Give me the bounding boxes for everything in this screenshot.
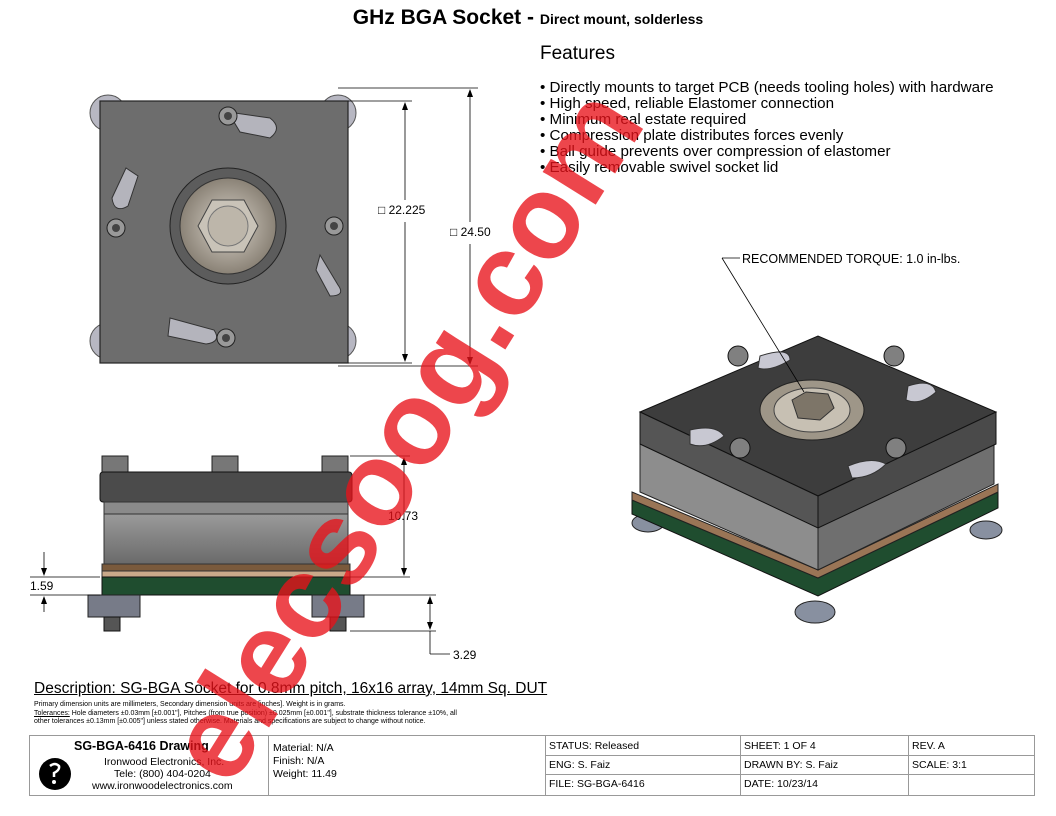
top-dimension-arrows — [402, 89, 473, 365]
tolerance-text: Hole diameters ±0.03mm [±0.001"], Pitche… — [69, 709, 457, 717]
feature-item: Compression plate distributes forces eve… — [540, 128, 994, 144]
drawing-name: SG-BGA-6416 Drawing — [74, 739, 209, 753]
feature-item: Easily removable swivel socket lid — [540, 160, 994, 176]
sheet-field: SHEET: 1 OF 4 — [744, 740, 816, 752]
company-phone: Tele: (800) 404-0204 — [114, 768, 211, 780]
revision-field: REV. A — [912, 740, 945, 752]
scale-field: SCALE: 3:1 — [912, 759, 967, 771]
feature-item: Minimum real estate required — [540, 112, 994, 128]
drawn-by-field: DRAWN BY: S. Faiz — [744, 759, 839, 771]
side-view — [87, 455, 365, 632]
dim-bottom: 3.29 — [453, 648, 477, 662]
weight-field: Weight: 11.49 — [273, 768, 337, 780]
finish-field: Finish: N/A — [273, 755, 325, 767]
dim-inner-square: □ 22.225 — [378, 203, 426, 217]
engineer-field: ENG: S. Faiz — [549, 759, 611, 771]
page-title: GHz BGA Socket - Direct mount, solderles… — [0, 6, 1056, 30]
features-list: Directly mounts to target PCB (needs too… — [540, 80, 994, 176]
dim-height: 10.73 — [388, 509, 418, 523]
feature-item: Ball guide prevents over compression of … — [540, 144, 994, 160]
tolerance-note: Tolerances: Hole diameters ±0.03mm [±0.0… — [34, 710, 534, 719]
material-field: Material: N/A — [273, 742, 334, 754]
company-logo-icon — [39, 758, 71, 790]
units-note: Primary dimension units are millimeters,… — [34, 701, 346, 708]
tolerance-label: Tolerances: — [34, 709, 70, 717]
side-dimension-arrows — [41, 457, 433, 630]
description-notes: Primary dimension units are millimeters,… — [34, 701, 534, 727]
title-main: GHz BGA Socket - — [352, 6, 540, 29]
top-view — [89, 94, 357, 364]
other-tolerance-note: other tolerances ±0.13mm [±0.005"] unles… — [34, 718, 426, 726]
title-block: SG-BGA-6416 Drawing Ironwood Electronics… — [29, 735, 1035, 796]
side-dimension-lines — [30, 455, 450, 655]
company-name: Ironwood Electronics, Inc. — [104, 756, 225, 768]
dim-outer-square: □ 24.50 — [450, 225, 491, 239]
company-website: www.ironwoodelectronics.com — [92, 780, 233, 792]
title-subtitle: Direct mount, solderless — [539, 11, 704, 27]
feature-item: Directly mounts to target PCB (needs too… — [540, 80, 994, 96]
status-field: STATUS: Released — [549, 740, 640, 752]
isometric-view — [631, 335, 1003, 624]
description-text: Description: SG-BGA Socket for 0.8mm pit… — [34, 680, 548, 697]
date-field: DATE: 10/23/14 — [744, 778, 818, 790]
dim-board: 1.59 — [30, 579, 54, 593]
top-dimension-lines — [338, 87, 478, 367]
features-heading: Features — [540, 43, 615, 64]
file-field: FILE: SG-BGA-6416 — [549, 778, 645, 790]
torque-note: RECOMMENDED TORQUE: 1.0 in-lbs. — [742, 252, 960, 266]
feature-item: High speed, reliable Elastomer connectio… — [540, 96, 994, 112]
